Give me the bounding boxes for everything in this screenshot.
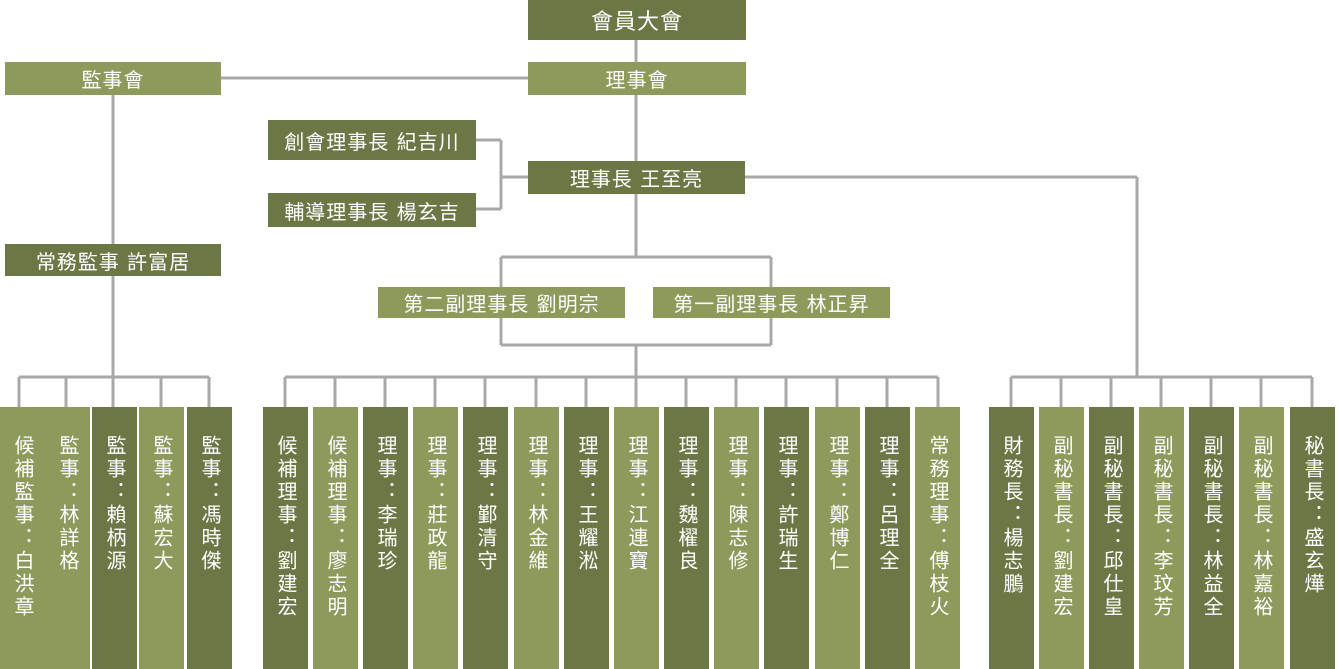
- director-member: 理事：林金維: [514, 407, 559, 669]
- supervisors-board-box: 監事會: [5, 62, 221, 95]
- supervisor-member: 監事：林詳格: [45, 407, 90, 669]
- secretariat-member: 副秘書長：李玟芳: [1139, 407, 1184, 669]
- director-member: 理事：江連寶: [614, 407, 659, 669]
- supervisor-member: 監事：蘇宏大: [139, 407, 184, 669]
- supervisor-member: 候補監事：白洪章: [0, 407, 45, 669]
- board-of-directors-box: 理事會: [528, 62, 746, 95]
- general-assembly-box: 會員大會: [528, 0, 746, 40]
- director-member: 理事：王耀淞: [564, 407, 609, 669]
- director-member: 理事：魏櫂良: [664, 407, 709, 669]
- director-member: 候補理事：劉建宏: [263, 407, 308, 669]
- director-member: 理事：許瑞生: [764, 407, 809, 669]
- advisory-chairman-box: 輔導理事長 楊玄吉: [268, 193, 476, 227]
- director-member: 候補理事：廖志明: [313, 407, 358, 669]
- supervisor-member: 監事：馮時傑: [187, 407, 232, 669]
- founding-chairman-box: 創會理事長 紀吉川: [268, 120, 476, 160]
- first-vice-chairman-box: 第一副理事長 林正昇: [653, 287, 890, 318]
- director-member: 理事：鄭博仁: [815, 407, 860, 669]
- chairman-box: 理事長 王至亮: [528, 161, 745, 194]
- secretariat-member: 副秘書長：林益全: [1189, 407, 1234, 669]
- director-member: 理事：李瑞珍: [363, 407, 408, 669]
- secretariat-member: 副秘書長：劉建宏: [1039, 407, 1084, 669]
- director-member: 常務理事：傅枝火: [915, 407, 960, 669]
- director-member: 理事：鄞清守: [463, 407, 508, 669]
- second-vice-chairman-box: 第二副理事長 劉明宗: [378, 287, 625, 318]
- director-member: 理事：莊政龍: [413, 407, 458, 669]
- supervisor-member: 監事：賴柄源: [92, 407, 137, 669]
- director-member: 理事：陳志修: [714, 407, 759, 669]
- standing-supervisor-box: 常務監事 許富居: [5, 244, 221, 276]
- secretariat-member: 副秘書長：林嘉裕: [1239, 407, 1284, 669]
- secretariat-member: 副秘書長：邱仕皇: [1089, 407, 1134, 669]
- director-member: 理事：呂理全: [865, 407, 910, 669]
- secretariat-member: 秘書長：盛玄燁: [1290, 407, 1335, 669]
- secretariat-member: 財務長：楊志鵬: [989, 407, 1034, 669]
